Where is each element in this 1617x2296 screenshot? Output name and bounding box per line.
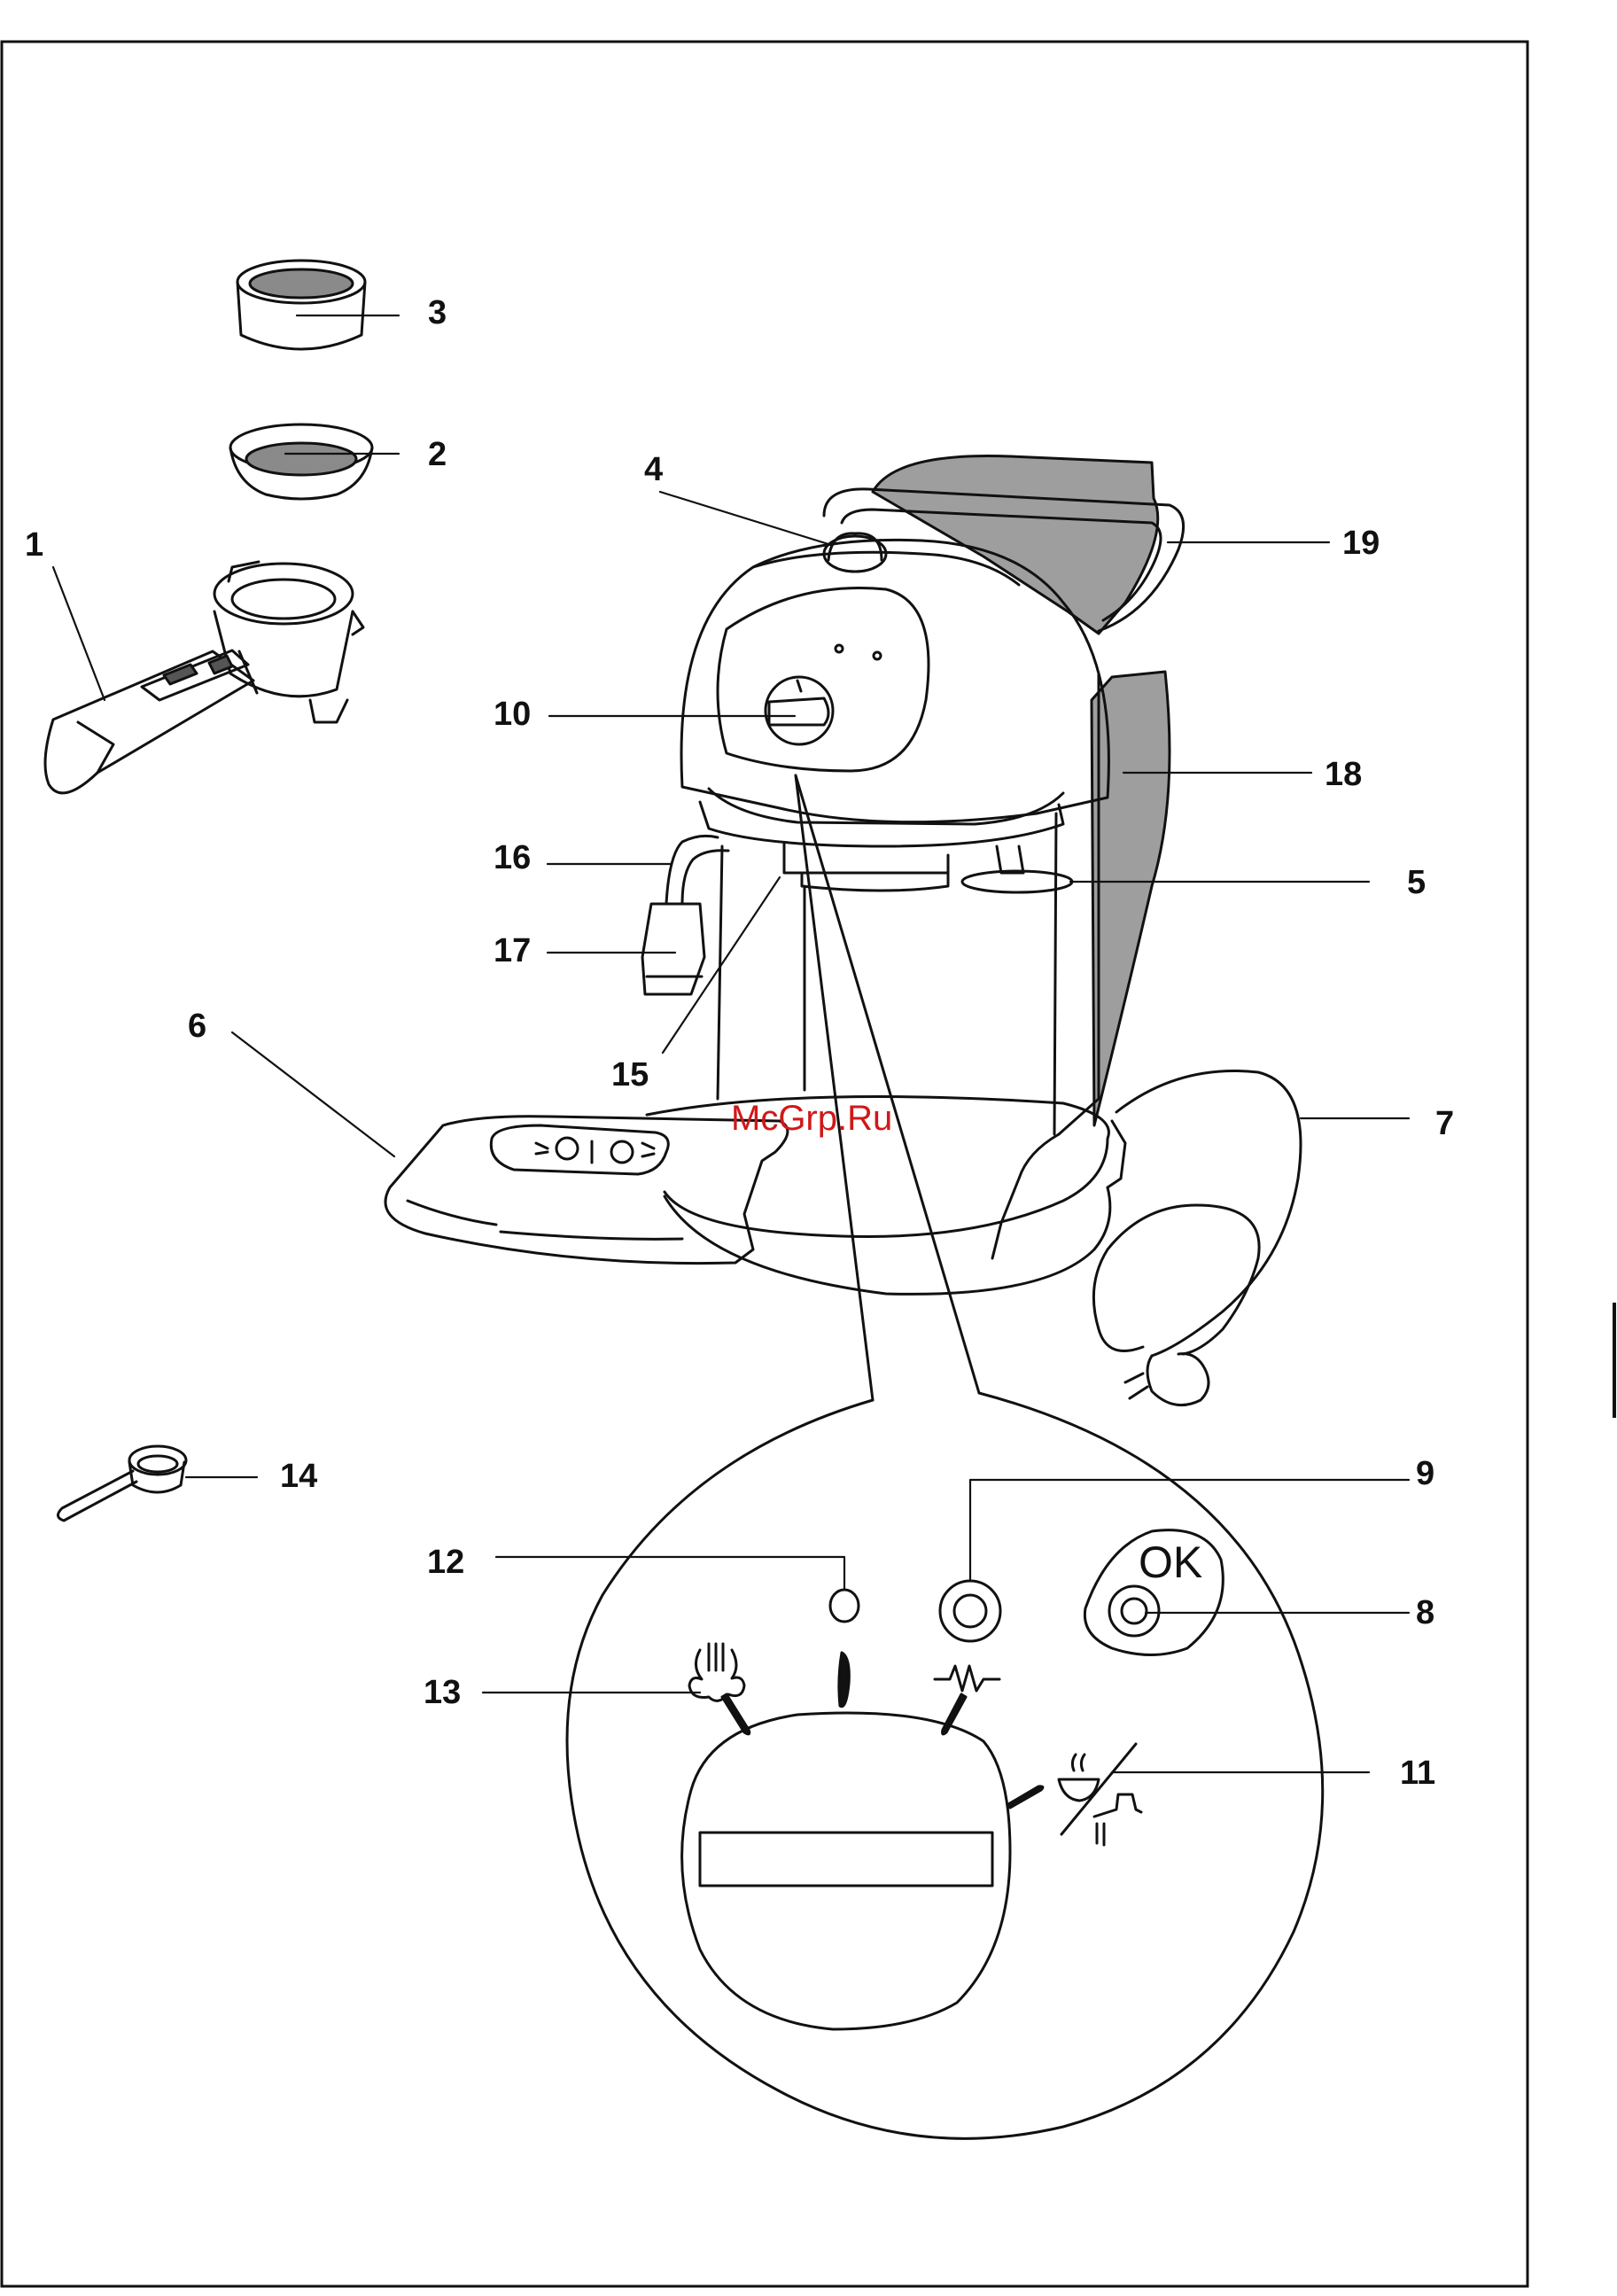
callout-17: 17 <box>494 932 531 969</box>
callout-1: 1 <box>25 526 43 564</box>
callout-4: 4 <box>644 451 663 488</box>
drip-tray <box>385 1117 788 1264</box>
callout-numbers: 1 2 3 4 5 6 7 8 9 10 11 12 13 14 15 16 1… <box>25 294 1454 1792</box>
callout-2: 2 <box>428 436 447 473</box>
callout-12: 12 <box>427 1544 464 1581</box>
display-window <box>700 1833 992 1886</box>
callout-3: 3 <box>428 294 447 331</box>
leader-lines <box>53 315 1409 1772</box>
callout-13: 13 <box>424 1674 461 1711</box>
filter-one-cup <box>237 261 365 349</box>
callout-10: 10 <box>494 696 531 733</box>
coffee-cup-icon <box>1059 1755 1099 1801</box>
power-plug <box>1147 1354 1209 1405</box>
cappuccino-nozzle <box>642 904 704 994</box>
ok-label: OK <box>1139 1537 1202 1587</box>
watermark: McGrp.Ru <box>731 1099 892 1138</box>
callout-18: 18 <box>1325 756 1362 793</box>
filter-holder <box>45 562 363 793</box>
ready-light[interactable] <box>830 1590 859 1622</box>
callout-5: 5 <box>1407 864 1426 901</box>
callout-6: 6 <box>188 1008 206 1045</box>
filter-two-cup <box>230 424 372 499</box>
cup-tray <box>873 456 1158 634</box>
control-panel-closeup <box>567 1393 1323 2138</box>
callout-8: 8 <box>1416 1594 1434 1631</box>
heating-icon <box>935 1666 999 1691</box>
zoom-pointer <box>796 775 873 1400</box>
heating-button[interactable] <box>940 1581 1000 1641</box>
callout-14: 14 <box>280 1458 317 1495</box>
callout-19: 19 <box>1342 525 1380 562</box>
callout-11: 11 <box>1400 1755 1435 1792</box>
callout-15: 15 <box>611 1056 649 1094</box>
measuring-scoop <box>58 1446 186 1521</box>
water-tank <box>1092 672 1170 1125</box>
steam-wand <box>666 836 718 904</box>
power-cord <box>1116 1070 1301 1356</box>
callout-7: 7 <box>1435 1105 1454 1142</box>
water-tap-icon <box>1094 1794 1141 1845</box>
callout-9: 9 <box>1416 1455 1434 1492</box>
callout-16: 16 <box>494 839 531 876</box>
